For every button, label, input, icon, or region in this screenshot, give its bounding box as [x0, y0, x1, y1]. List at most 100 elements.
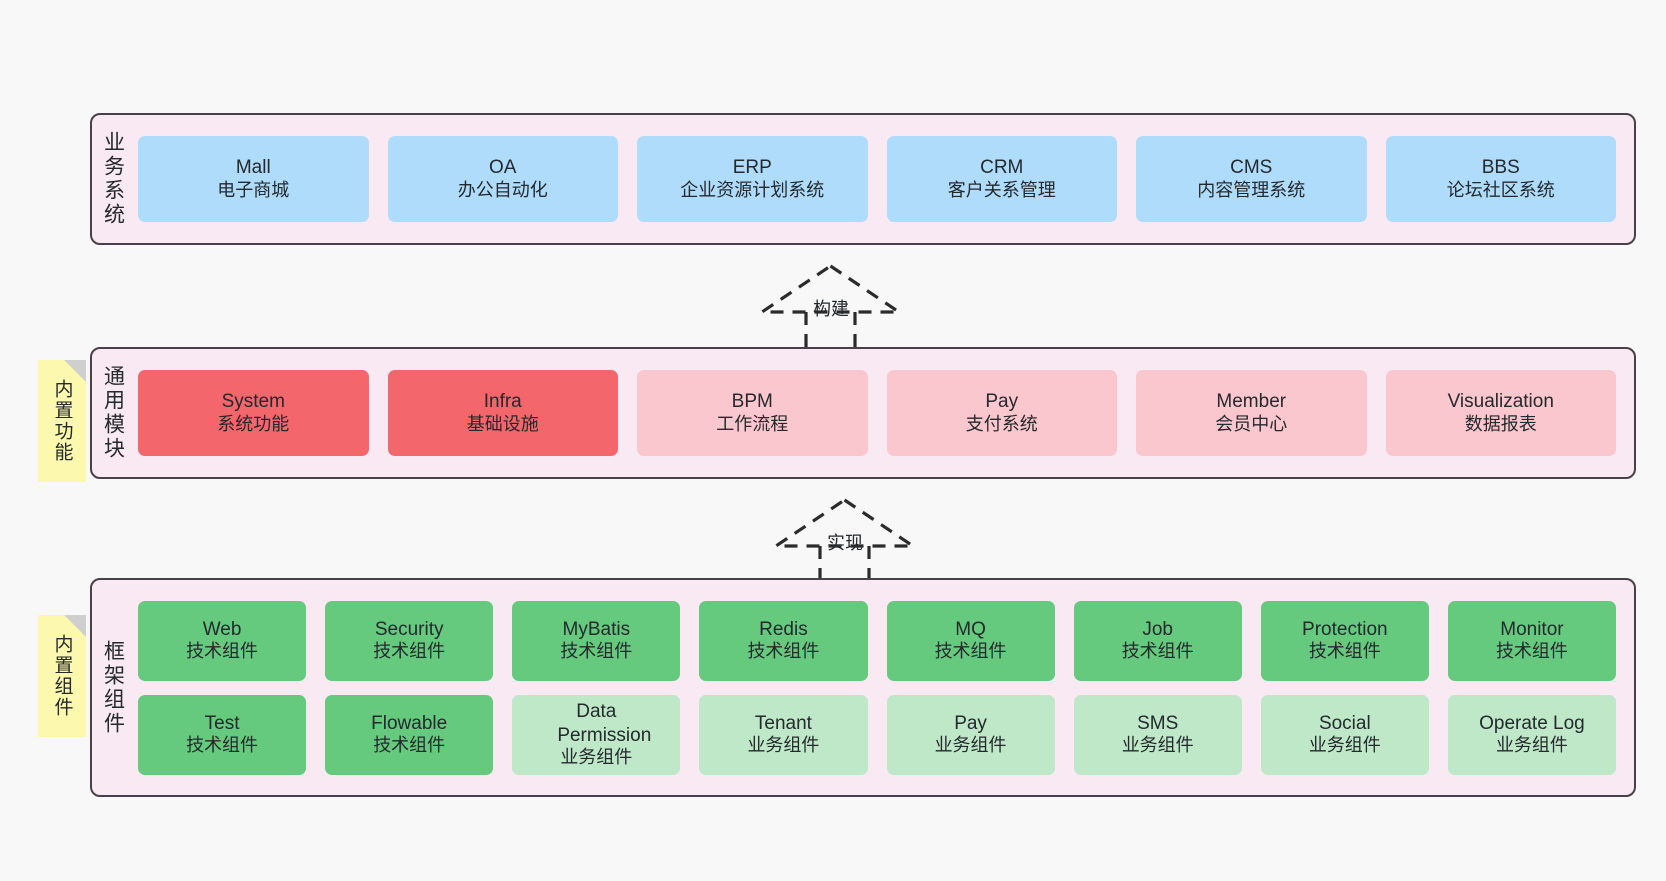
node-title: CRM	[980, 157, 1024, 179]
node-member[interactable]: Member 会员中心	[1136, 370, 1367, 456]
node-title: MQ	[955, 618, 986, 640]
node-subtitle: 业务组件	[747, 735, 820, 756]
node-title: Tenant	[754, 712, 812, 734]
node-subtitle: 企业资源计划系统	[680, 179, 825, 200]
node-sms[interactable]: SMS 业务组件	[1073, 694, 1242, 775]
node-subtitle: 业务组件	[1121, 735, 1194, 756]
node-bpm[interactable]: BPM 工作流程	[637, 370, 868, 456]
connector-implement: 实现	[770, 496, 919, 581]
node-subtitle: 业务组件	[934, 735, 1007, 756]
layer-body-framework-components: Web 技术组件 Security 技术组件 MyBatis 技术组件 Redi…	[134, 580, 1634, 795]
node-protection[interactable]: Protection 技术组件	[1260, 600, 1429, 681]
node-social[interactable]: Social 业务组件	[1260, 694, 1429, 775]
node-title: Mall	[235, 157, 271, 179]
node-title: Redis	[759, 618, 808, 640]
node-oa[interactable]: OA 办公自动化	[387, 136, 618, 222]
node-title: Data Permission	[557, 701, 652, 746]
node-title: Pay	[954, 712, 987, 734]
node-subtitle: 客户关系管理	[947, 179, 1056, 200]
node-pay-module[interactable]: Pay 支付系统	[886, 370, 1117, 456]
node-subtitle: 技术组件	[186, 641, 259, 662]
layer-body-common-modules: System 系统功能 Infra 基础设施 BPM 工作流程 Pay 支付系统…	[134, 349, 1634, 477]
node-data-permission[interactable]: Data Permission 业务组件	[512, 694, 681, 775]
node-operate-log[interactable]: Operate Log 业务组件	[1447, 694, 1616, 775]
connector-build-label: 构建	[813, 299, 849, 319]
node-monitor[interactable]: Monitor 技术组件	[1447, 600, 1616, 681]
node-title: Infra	[483, 391, 522, 413]
layer-title-framework-components: 框架组件	[101, 639, 125, 736]
layer-body-business-systems: Mall 电子商城 OA 办公自动化 ERP 企业资源计划系统 CRM 客户关系…	[134, 115, 1634, 243]
node-redis[interactable]: Redis 技术组件	[699, 600, 868, 681]
node-title: Web	[202, 618, 242, 640]
node-visualization[interactable]: Visualization 数据报表	[1385, 370, 1616, 456]
node-test[interactable]: Test 技术组件	[138, 694, 307, 775]
node-subtitle: 会员中心	[1215, 413, 1288, 434]
connector-implement-label: 实现	[827, 533, 863, 553]
node-crm[interactable]: CRM 客户关系管理	[886, 136, 1117, 222]
node-security[interactable]: Security 技术组件	[325, 600, 494, 681]
node-title: System	[221, 391, 285, 413]
node-bbs[interactable]: BBS 论坛社区系统	[1385, 136, 1616, 222]
node-title: Job	[1142, 618, 1173, 640]
node-title: Pay	[985, 391, 1019, 413]
node-subtitle: 系统功能	[217, 413, 290, 434]
node-subtitle: 工作流程	[716, 413, 789, 434]
node-title: Operate Log	[1479, 712, 1585, 734]
node-title: BBS	[1481, 157, 1520, 179]
node-job[interactable]: Job 技术组件	[1073, 600, 1242, 681]
node-subtitle: 业务组件	[1308, 735, 1381, 756]
layer-title-business-systems: 业务系统	[101, 131, 125, 227]
node-title: BPM	[731, 391, 773, 413]
node-tenant[interactable]: Tenant 业务组件	[699, 694, 868, 775]
layer-business-systems: 业务系统 Mall 电子商城 OA 办公自动化 ERP 企业资源计划系统 CRM…	[90, 113, 1636, 245]
node-title: Test	[204, 712, 240, 734]
node-title: ERP	[732, 157, 772, 179]
node-subtitle: 技术组件	[373, 641, 446, 662]
row-common-modules: System 系统功能 Infra 基础设施 BPM 工作流程 Pay 支付系统…	[138, 370, 1616, 456]
node-mq[interactable]: MQ 技术组件	[886, 600, 1055, 681]
node-subtitle: 基础设施	[466, 413, 539, 434]
connector-build: 构建	[756, 262, 905, 347]
node-pay-component[interactable]: Pay 业务组件	[886, 694, 1055, 775]
layer-framework-components: 框架组件 Web 技术组件 Security 技术组件 MyBatis 技术组件…	[90, 578, 1636, 797]
node-title: Flowable	[371, 712, 448, 734]
node-subtitle: 业务组件	[1495, 735, 1568, 756]
note-fold-corner-icon	[64, 615, 86, 637]
node-title: Social	[1318, 712, 1371, 734]
node-subtitle: 支付系统	[965, 413, 1038, 434]
note-label: 内置功能	[51, 379, 73, 463]
row-tech-components: Web 技术组件 Security 技术组件 MyBatis 技术组件 Redi…	[138, 600, 1616, 681]
arrow-stem	[818, 546, 871, 581]
layer-title-common-modules: 通用模块	[101, 365, 125, 461]
node-subtitle: 内容管理系统	[1197, 179, 1306, 200]
node-subtitle: 技术组件	[747, 641, 820, 662]
node-subtitle: 技术组件	[1495, 641, 1568, 662]
node-title: Visualization	[1447, 391, 1554, 413]
row-business-systems: Mall 电子商城 OA 办公自动化 ERP 企业资源计划系统 CRM 客户关系…	[138, 136, 1616, 222]
node-flowable[interactable]: Flowable 技术组件	[325, 694, 494, 775]
node-title: OA	[489, 157, 517, 179]
node-subtitle: 技术组件	[1121, 641, 1194, 662]
node-subtitle: 业务组件	[560, 746, 633, 767]
node-web[interactable]: Web 技术组件	[138, 600, 307, 681]
node-subtitle: 技术组件	[934, 641, 1007, 662]
node-erp[interactable]: ERP 企业资源计划系统	[637, 136, 868, 222]
row-business-components: Test 技术组件 Flowable 技术组件 Data Permission …	[138, 694, 1616, 775]
note-fold-corner-icon	[64, 360, 86, 382]
node-mall[interactable]: Mall 电子商城	[138, 136, 369, 222]
node-subtitle: 电子商城	[217, 179, 290, 200]
node-cms[interactable]: CMS 内容管理系统	[1136, 136, 1367, 222]
node-infra[interactable]: Infra 基础设施	[387, 370, 618, 456]
layer-common-modules: 通用模块 System 系统功能 Infra 基础设施 BPM 工作流程 Pay…	[90, 347, 1636, 479]
node-system[interactable]: System 系统功能	[138, 370, 369, 456]
node-title: MyBatis	[562, 618, 631, 640]
note-label: 内置组件	[51, 634, 73, 718]
note-builtin-features: 内置功能	[38, 360, 86, 482]
node-subtitle: 论坛社区系统	[1446, 179, 1555, 200]
arrow-stem	[804, 312, 857, 347]
node-subtitle: 数据报表	[1464, 413, 1537, 434]
node-mybatis[interactable]: MyBatis 技术组件	[512, 600, 681, 681]
node-subtitle: 技术组件	[186, 735, 259, 756]
node-title: SMS	[1137, 712, 1179, 734]
